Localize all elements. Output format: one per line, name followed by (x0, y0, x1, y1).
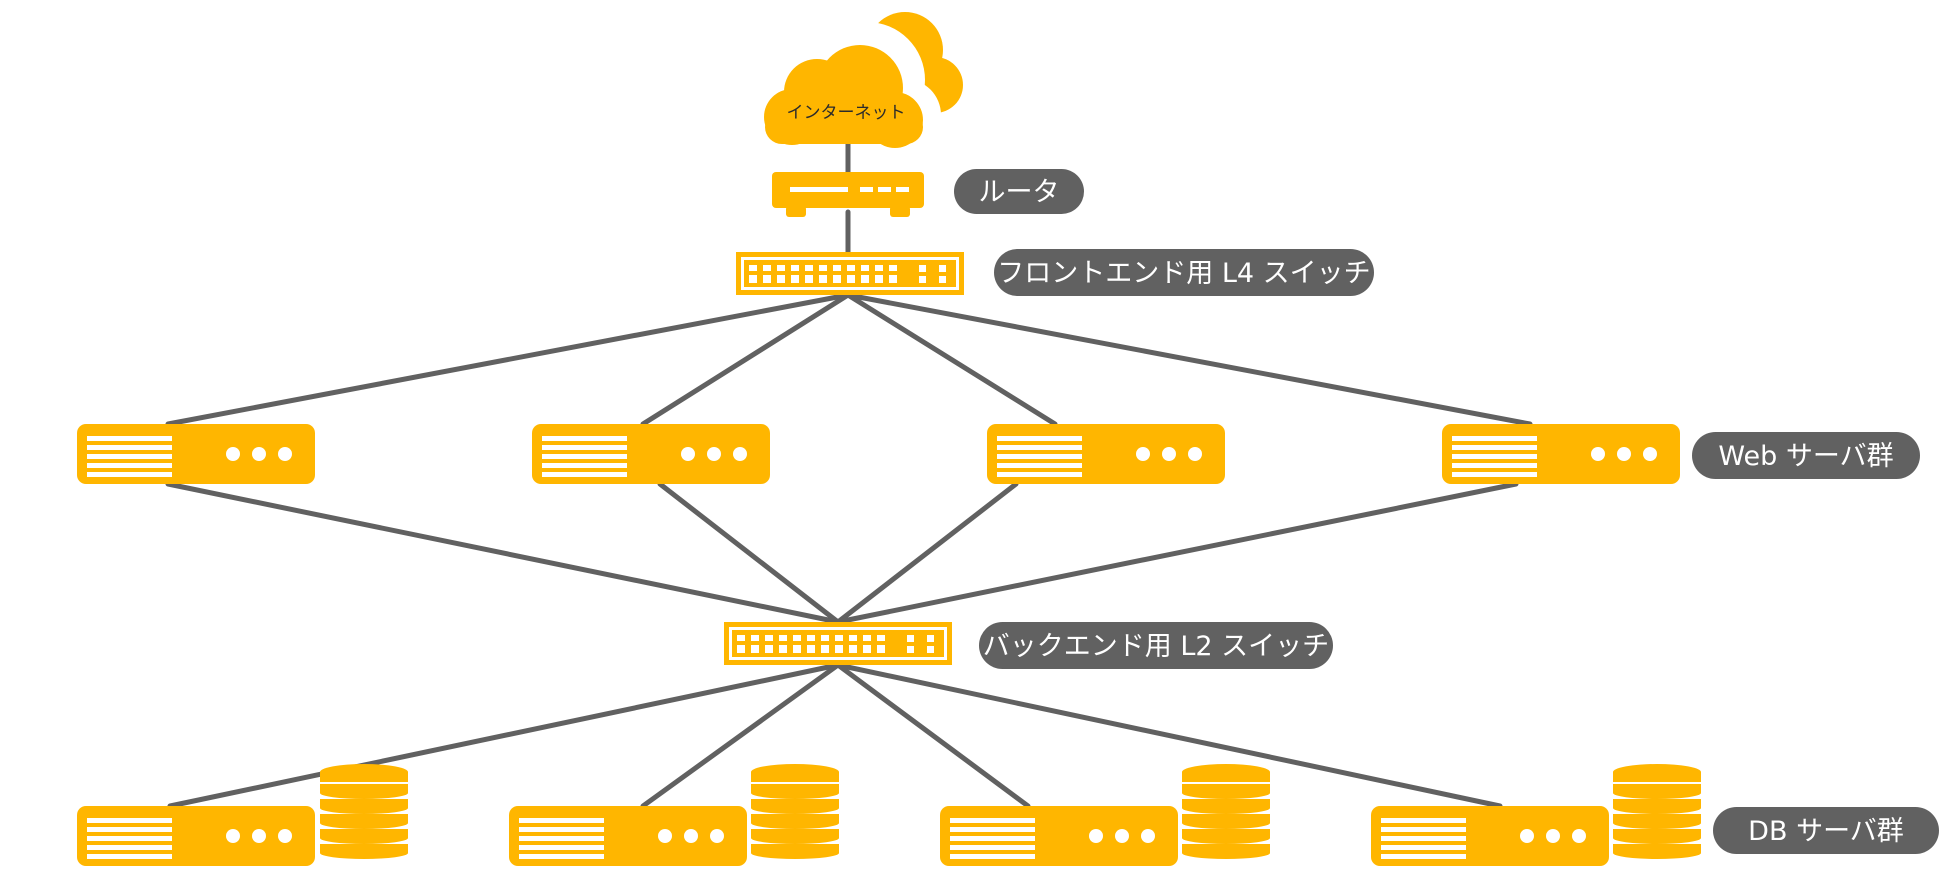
link-l2-db-1 (167, 662, 841, 809)
server-icon (77, 806, 315, 866)
link-l2-db-3 (835, 662, 1031, 809)
server-icon (509, 806, 747, 866)
backend-switch-label-text: バックエンド用 L2 スイッチ (983, 631, 1329, 662)
db-server-2 (509, 764, 839, 866)
link-web-1-l2 (165, 481, 841, 625)
link-l4-web-3 (845, 292, 1058, 427)
router-icon (772, 172, 924, 217)
db-servers-label: DB サーバ群 (1713, 807, 1939, 854)
link-l2-db-4 (835, 662, 1503, 809)
web-servers-label: Web サーバ群 (1692, 432, 1920, 479)
web-server-2-icon (532, 424, 770, 484)
server-icon (940, 806, 1178, 866)
frontend-switch-label-text: フロントエンド用 L4 スイッチ (997, 258, 1370, 289)
web-server-1-icon (77, 424, 315, 484)
router-label-text: ルータ (979, 177, 1060, 208)
database-icon (1182, 764, 1270, 859)
connection-lines (165, 137, 1533, 809)
db-servers-label-text: DB サーバ群 (1748, 816, 1904, 847)
link-web-3-l2 (835, 481, 1019, 625)
internet-cloud-icon: インターネット (755, 12, 963, 151)
link-web-2-l2 (657, 481, 841, 625)
database-icon (751, 764, 839, 859)
server-icon (1371, 806, 1609, 866)
router-label: ルータ (954, 169, 1084, 214)
link-l4-web-1 (165, 292, 851, 427)
web-servers-label-text: Web サーバ群 (1718, 441, 1893, 472)
db-server-1 (77, 764, 408, 866)
backend-switch-icon (724, 622, 952, 665)
link-l2-db-2 (640, 662, 841, 809)
link-l4-web-4 (845, 292, 1533, 427)
backend-switch-label: バックエンド用 L2 スイッチ (979, 622, 1333, 669)
link-web-4-l2 (835, 481, 1519, 625)
internet-label: インターネット (787, 103, 906, 123)
web-server-4-icon (1442, 424, 1680, 484)
link-l4-web-2 (640, 292, 851, 427)
db-server-4 (1371, 764, 1701, 866)
frontend-switch-label: フロントエンド用 L4 スイッチ (994, 249, 1374, 296)
database-icon (1613, 764, 1701, 859)
database-icon (320, 764, 408, 859)
web-server-3-icon (987, 424, 1225, 484)
frontend-switch-icon (736, 252, 964, 295)
